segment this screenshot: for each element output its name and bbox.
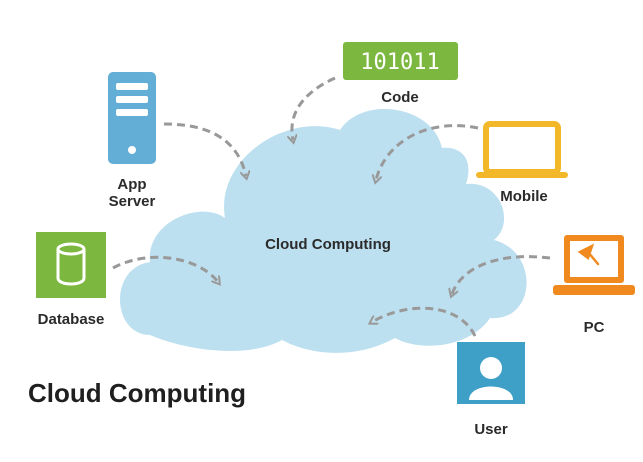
pc-label: PC [583,319,605,336]
app-server-label-line2: Server [108,193,156,210]
arrow-mobile-to-cloud [376,124,479,180]
app-server-label-line1: App [117,176,147,193]
pc-laptop-icon [553,235,635,295]
server-icon [108,72,156,164]
cloud-shape [119,108,527,353]
arrow-database-to-cloud [112,255,218,282]
user-label: User [474,421,508,438]
code-badge-icon: 101011 [343,42,458,80]
app-server-label: App Server [92,176,172,210]
arrow-user-to-cloud [372,306,477,337]
code-badge-text: 101011 [360,50,439,75]
diagram-title: Cloud Computing [28,378,247,408]
cloud-center-label: Cloud Computing [265,236,391,253]
laptop-icon [476,121,568,178]
code-label: Code [381,89,419,106]
database-icon [36,232,106,298]
arrow-pc-to-cloud [452,255,551,294]
user-icon [457,342,525,404]
mobile-label: Mobile [500,188,548,205]
arrow-code-to-cloud [292,76,336,140]
arrow-server-to-cloud [163,122,246,176]
database-label: Database [37,311,105,328]
